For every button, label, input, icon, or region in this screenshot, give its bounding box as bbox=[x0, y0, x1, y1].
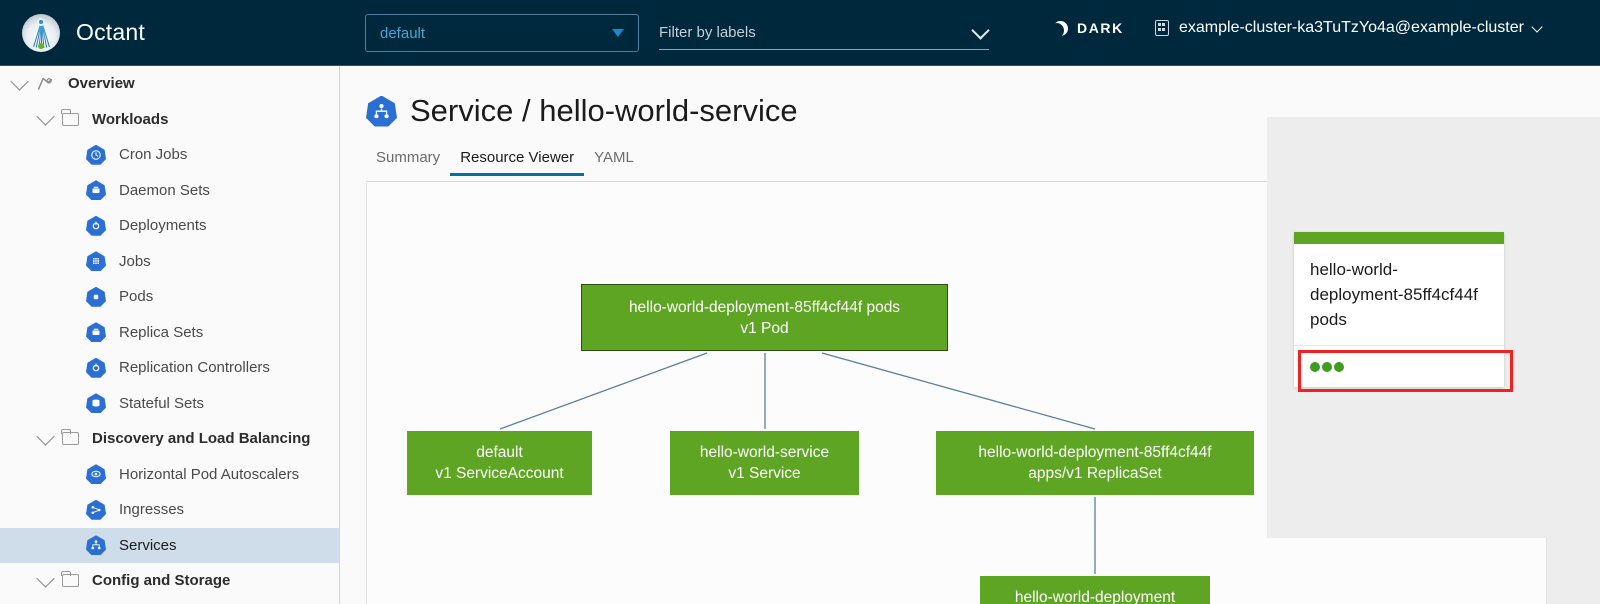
sidebar-item-label: Deployments bbox=[119, 217, 207, 235]
sidebar-item-cron-jobs[interactable]: Cron Jobs bbox=[0, 137, 339, 173]
sidebar-item-config-and-storage[interactable]: Config and Storage bbox=[0, 563, 339, 599]
pods-icon bbox=[86, 286, 106, 307]
cluster-name: example-cluster-ka3TuTzYo4a@example-clus… bbox=[1179, 19, 1524, 36]
detail-pane: hello-world-deployment-85ff4cf44f pods bbox=[1267, 117, 1600, 538]
namespace-value: default bbox=[380, 24, 426, 42]
sidebar-item-replica-sets[interactable]: Replica Sets bbox=[0, 315, 339, 351]
sidebar-item-jobs[interactable]: Jobs bbox=[0, 244, 339, 280]
sidebar-item-label: Horizontal Pod Autoscalers bbox=[119, 465, 300, 483]
folder-icon bbox=[61, 109, 79, 126]
replication-controllers-icon bbox=[86, 357, 106, 378]
hpa-icon bbox=[86, 464, 106, 485]
folder-icon bbox=[61, 570, 79, 588]
sidebar-item-label: Jobs bbox=[119, 252, 151, 270]
sidebar-item-discovery-and-load-balancing[interactable]: Discovery and Load Balancing bbox=[0, 421, 339, 457]
sidebar-item-label: Overview bbox=[68, 75, 135, 93]
graph-node-pod[interactable]: hello-world-deployment-85ff4cf44f pods v1… bbox=[581, 284, 948, 351]
sidebar-item-label: Ingresses bbox=[119, 501, 185, 519]
chevron-down-icon bbox=[971, 21, 990, 40]
graph-edge-pod-to-serviceaccount bbox=[499, 352, 708, 430]
ingresses-icon bbox=[86, 499, 106, 520]
graph-edge-pod-to-replicaset bbox=[821, 352, 1096, 430]
top-header: Octant default Filter by labels DARK exa… bbox=[0, 0, 1600, 66]
brand[interactable]: Octant bbox=[22, 13, 145, 52]
sidebar-item-label: Cron Jobs bbox=[119, 146, 188, 164]
status-dot bbox=[1310, 361, 1320, 372]
label-filter-input[interactable]: Filter by labels bbox=[659, 16, 990, 50]
graph-node-kind: apps/v1 ReplicaSet bbox=[1028, 465, 1162, 482]
sidebar-item-replication-controllers[interactable]: Replication Controllers bbox=[0, 350, 339, 386]
cron-jobs-icon bbox=[86, 144, 106, 165]
folder-icon bbox=[61, 428, 79, 446]
graph-node-kind: v1 Service bbox=[728, 465, 801, 482]
chevron-down-icon[interactable] bbox=[35, 569, 55, 588]
octant-logo-icon bbox=[22, 13, 60, 52]
tab-resource-viewer[interactable]: Resource Viewer bbox=[450, 149, 584, 176]
detail-card[interactable]: hello-world-deployment-85ff4cf44f pods bbox=[1294, 232, 1504, 387]
sidebar-item-label: Daemon Sets bbox=[119, 181, 210, 199]
graph-node-name: hello-world-service bbox=[699, 444, 830, 461]
theme-toggle[interactable]: DARK bbox=[1053, 20, 1124, 36]
graph-node-deployment[interactable]: hello-world-deploymentapps/v1 Deployment bbox=[980, 576, 1210, 604]
daemon-sets-icon bbox=[86, 180, 106, 201]
graph-node-serviceaccount[interactable]: default v1 ServiceAccount bbox=[407, 431, 592, 495]
sidebar-item-horizontal-pod-autoscalers[interactable]: Horizontal Pod Autoscalers bbox=[0, 457, 339, 493]
sidebar-item-label: Workloads bbox=[92, 110, 169, 128]
graph-node-name: hello-world-deployment-85ff4cf44f pods bbox=[628, 298, 901, 316]
graph-edges bbox=[499, 352, 1096, 574]
theme-label: DARK bbox=[1077, 20, 1124, 36]
overview-icon bbox=[36, 76, 55, 92]
sidebar-item-label: Replica Sets bbox=[119, 323, 204, 341]
sidebar-item-label: Config and Storage bbox=[92, 572, 231, 590]
sidebar-item-label: Replication Controllers bbox=[119, 359, 270, 377]
sidebar-item-services[interactable]: Services bbox=[0, 527, 339, 563]
tab-bar[interactable]: Summary Resource Viewer YAML bbox=[366, 149, 1545, 182]
tab-summary[interactable]: Summary bbox=[376, 149, 441, 166]
sidebar-item-daemon-sets[interactable]: Daemon Sets bbox=[0, 173, 339, 209]
chevron-down-icon[interactable] bbox=[9, 72, 29, 91]
label-filter-placeholder: Filter by labels bbox=[659, 24, 756, 41]
graph-node-kind: v1 ServiceAccount bbox=[435, 465, 564, 482]
brand-name: Octant bbox=[76, 19, 145, 45]
status-dot bbox=[1334, 361, 1344, 372]
detail-card-status-bar bbox=[1294, 232, 1504, 244]
jobs-icon bbox=[86, 251, 106, 272]
sidebar-item-stateful-sets[interactable]: Stateful Sets bbox=[0, 386, 339, 422]
graph-node-name: default bbox=[476, 444, 523, 461]
graph-node-name: hello-world-deployment-85ff4cf44f bbox=[978, 444, 1212, 461]
caret-down-icon bbox=[612, 29, 624, 37]
chevron-down-icon[interactable] bbox=[35, 107, 55, 126]
cluster-context-select[interactable]: example-cluster-ka3TuTzYo4a@example-clus… bbox=[1155, 19, 1543, 37]
graph-node-name: hello-world-deployment bbox=[1014, 589, 1176, 604]
stateful-sets-icon bbox=[86, 393, 106, 414]
graph-node-replicaset[interactable]: hello-world-deployment-85ff4cf44f apps/v1… bbox=[936, 431, 1254, 495]
moon-icon bbox=[1053, 21, 1068, 36]
replica-sets-icon bbox=[86, 322, 106, 343]
services-icon bbox=[366, 95, 397, 127]
sidebar-item-workloads[interactable]: Workloads bbox=[0, 102, 339, 138]
cluster-icon bbox=[1155, 20, 1169, 36]
sidebar-item-ingresses[interactable]: Ingresses bbox=[0, 492, 339, 528]
chevron-down-icon[interactable] bbox=[35, 427, 55, 446]
chevron-down-icon bbox=[1531, 20, 1543, 33]
page-title: Service / hello-world-service bbox=[366, 93, 1600, 129]
sidebar-item-label: Pods bbox=[119, 288, 154, 306]
detail-card-status-dots bbox=[1294, 345, 1504, 387]
sidebar-item-deployments[interactable]: Deployments bbox=[0, 208, 339, 244]
namespace-select[interactable]: default bbox=[365, 14, 639, 52]
detail-card-title: hello-world-deployment-85ff4cf44f pods bbox=[1310, 260, 1478, 329]
tab-yaml[interactable]: YAML bbox=[594, 149, 634, 166]
sidebar-item-label: Services bbox=[119, 536, 177, 554]
graph-node-service[interactable]: hello-world-service v1 Service bbox=[670, 431, 859, 495]
sidebar-item-label: Discovery and Load Balancing bbox=[92, 430, 311, 448]
status-dot bbox=[1322, 361, 1332, 372]
sidebar-item-pods[interactable]: Pods bbox=[0, 279, 339, 315]
deployments-icon bbox=[86, 215, 106, 236]
sidebar-item-label: Stateful Sets bbox=[119, 394, 205, 412]
sidebar-item-overview[interactable]: Overview bbox=[0, 66, 339, 102]
page-title-text: Service / hello-world-service bbox=[410, 93, 798, 128]
services-icon bbox=[86, 535, 106, 556]
graph-node-kind: v1 Pod bbox=[740, 319, 789, 337]
